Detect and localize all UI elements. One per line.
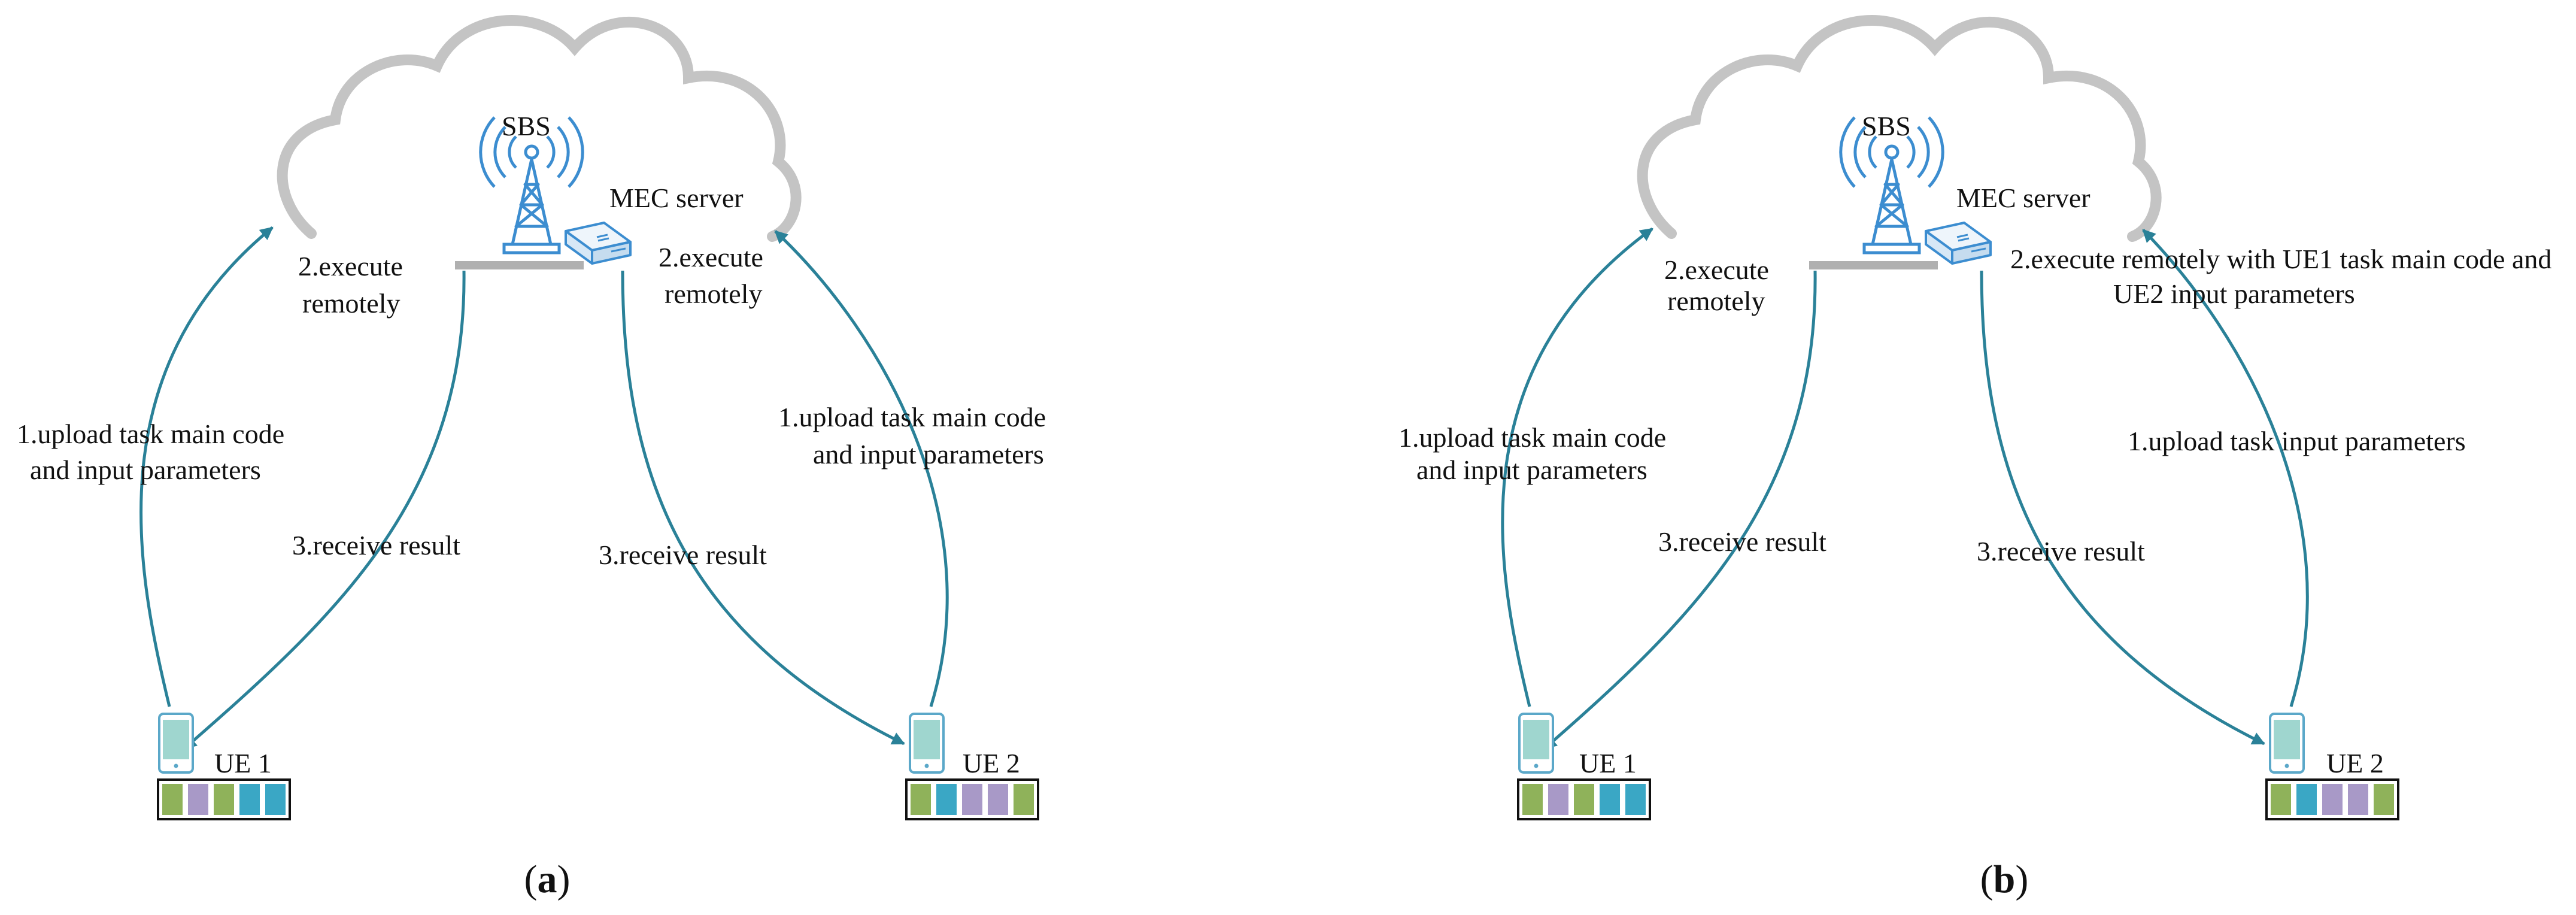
mec-server-icon-a — [565, 222, 632, 265]
task-block-purple — [2348, 784, 2368, 815]
caption-a-letter: a — [538, 858, 557, 901]
task-block-purple — [988, 784, 1008, 815]
receive-left-label-a: 3.receive result — [292, 530, 460, 560]
task-block-purple — [2322, 784, 2343, 815]
upload-left-label-b: 1.upload task main code — [1398, 422, 1666, 453]
ue1-label-a: UE 1 — [214, 748, 272, 778]
arrow-receive-left-b — [1543, 270, 1817, 750]
task-block-purple — [1548, 784, 1568, 815]
execute-right-label-b: 2.execute remotely with UE1 task main co… — [2010, 244, 2551, 274]
mec-server-label-b: MEC server — [1956, 183, 2090, 213]
sbs-label-b: SBS — [1862, 111, 1911, 141]
caption-b: (b) — [1980, 858, 2029, 901]
ue1-phone-icon-a — [158, 713, 194, 774]
upload-right-label-a-2: and input parameters — [813, 439, 1044, 469]
cloud-a — [277, 15, 802, 242]
caption-a: (a) — [524, 858, 571, 901]
upload-left-label-a: 1.upload task main code — [17, 419, 284, 449]
task-block-green — [2271, 784, 2291, 815]
mec-platform-a — [455, 261, 584, 269]
receive-right-label-b: 3.receive result — [1977, 536, 2145, 566]
arrow-upload-right-b — [2142, 229, 2309, 707]
task-block-green — [1014, 784, 1034, 815]
execute-left-label-b-2: remotely — [1667, 286, 1765, 316]
arrow-receive-left-a — [183, 270, 466, 750]
ue2-label-b: UE 2 — [2326, 748, 2384, 778]
task-block-cyan — [1600, 784, 1620, 815]
task-block-cyan — [265, 784, 286, 815]
execute-right-label-a: 2.execute — [659, 242, 763, 272]
upload-right-label-b: 1.upload task input parameters — [2128, 426, 2466, 456]
ue1-phone-icon-b — [1518, 713, 1554, 774]
ue1-label-b: UE 1 — [1579, 748, 1637, 778]
arrow-upload-left-b — [1501, 227, 1653, 707]
ue1-task-queue-b — [1517, 778, 1651, 820]
task-block-cyan — [936, 784, 957, 815]
cloud-b — [1637, 15, 2162, 242]
task-block-cyan — [239, 784, 260, 815]
task-block-cyan — [1625, 784, 1646, 815]
task-block-green — [1522, 784, 1543, 815]
execute-right-label-a-2: remotely — [665, 278, 763, 309]
execute-left-label-a: 2.execute — [298, 251, 403, 281]
upload-left-label-b-2: and input parameters — [1416, 455, 1647, 485]
receive-left-label-b: 3.receive result — [1658, 526, 1826, 557]
task-block-purple — [962, 784, 982, 815]
task-block-green — [911, 784, 931, 815]
caption-a-open: ( — [524, 858, 538, 901]
caption-b-open: ( — [1980, 858, 1994, 901]
ue2-task-queue-b — [2265, 778, 2399, 820]
upload-right-label-a: 1.upload task main code — [778, 402, 1046, 432]
receive-right-label-a: 3.receive result — [599, 540, 767, 570]
arrow-upload-right-a — [774, 230, 949, 707]
execute-left-label-a-2: remotely — [302, 288, 400, 319]
task-block-cyan — [2296, 784, 2317, 815]
caption-b-close: ) — [2015, 858, 2028, 901]
mec-server-icon-b — [1925, 222, 1992, 265]
ue2-label-a: UE 2 — [963, 748, 1020, 778]
caption-a-close: ) — [557, 858, 571, 901]
upload-left-label-a-2: and input parameters — [30, 455, 261, 485]
task-block-green — [162, 784, 183, 815]
arrow-receive-right-a — [621, 270, 905, 746]
ue2-phone-icon-b — [2269, 713, 2305, 774]
arrow-upload-left-a — [139, 226, 274, 707]
panel-b: SBS MEC server 2.execute remotely 2.exec… — [1398, 15, 2551, 901]
caption-b-letter: b — [1994, 858, 2016, 901]
ue2-task-queue-a — [905, 778, 1039, 820]
execute-left-label-b: 2.execute — [1664, 254, 1769, 285]
task-block-green — [1574, 784, 1594, 815]
panel-a: SBS MEC server 2.execute remotely 2.exec… — [17, 15, 1046, 901]
task-block-green — [2374, 784, 2394, 815]
mec-platform-b — [1809, 261, 1938, 269]
mec-server-label-a: MEC server — [609, 183, 744, 213]
arrow-receive-right-b — [1980, 270, 2265, 746]
task-block-green — [214, 784, 234, 815]
ue1-task-queue-a — [157, 778, 291, 820]
execute-right-label-b-2: UE2 input parameters — [2113, 278, 2355, 309]
task-block-purple — [188, 784, 208, 815]
sbs-label-a: SBS — [502, 111, 551, 141]
ue2-phone-icon-a — [909, 713, 945, 774]
